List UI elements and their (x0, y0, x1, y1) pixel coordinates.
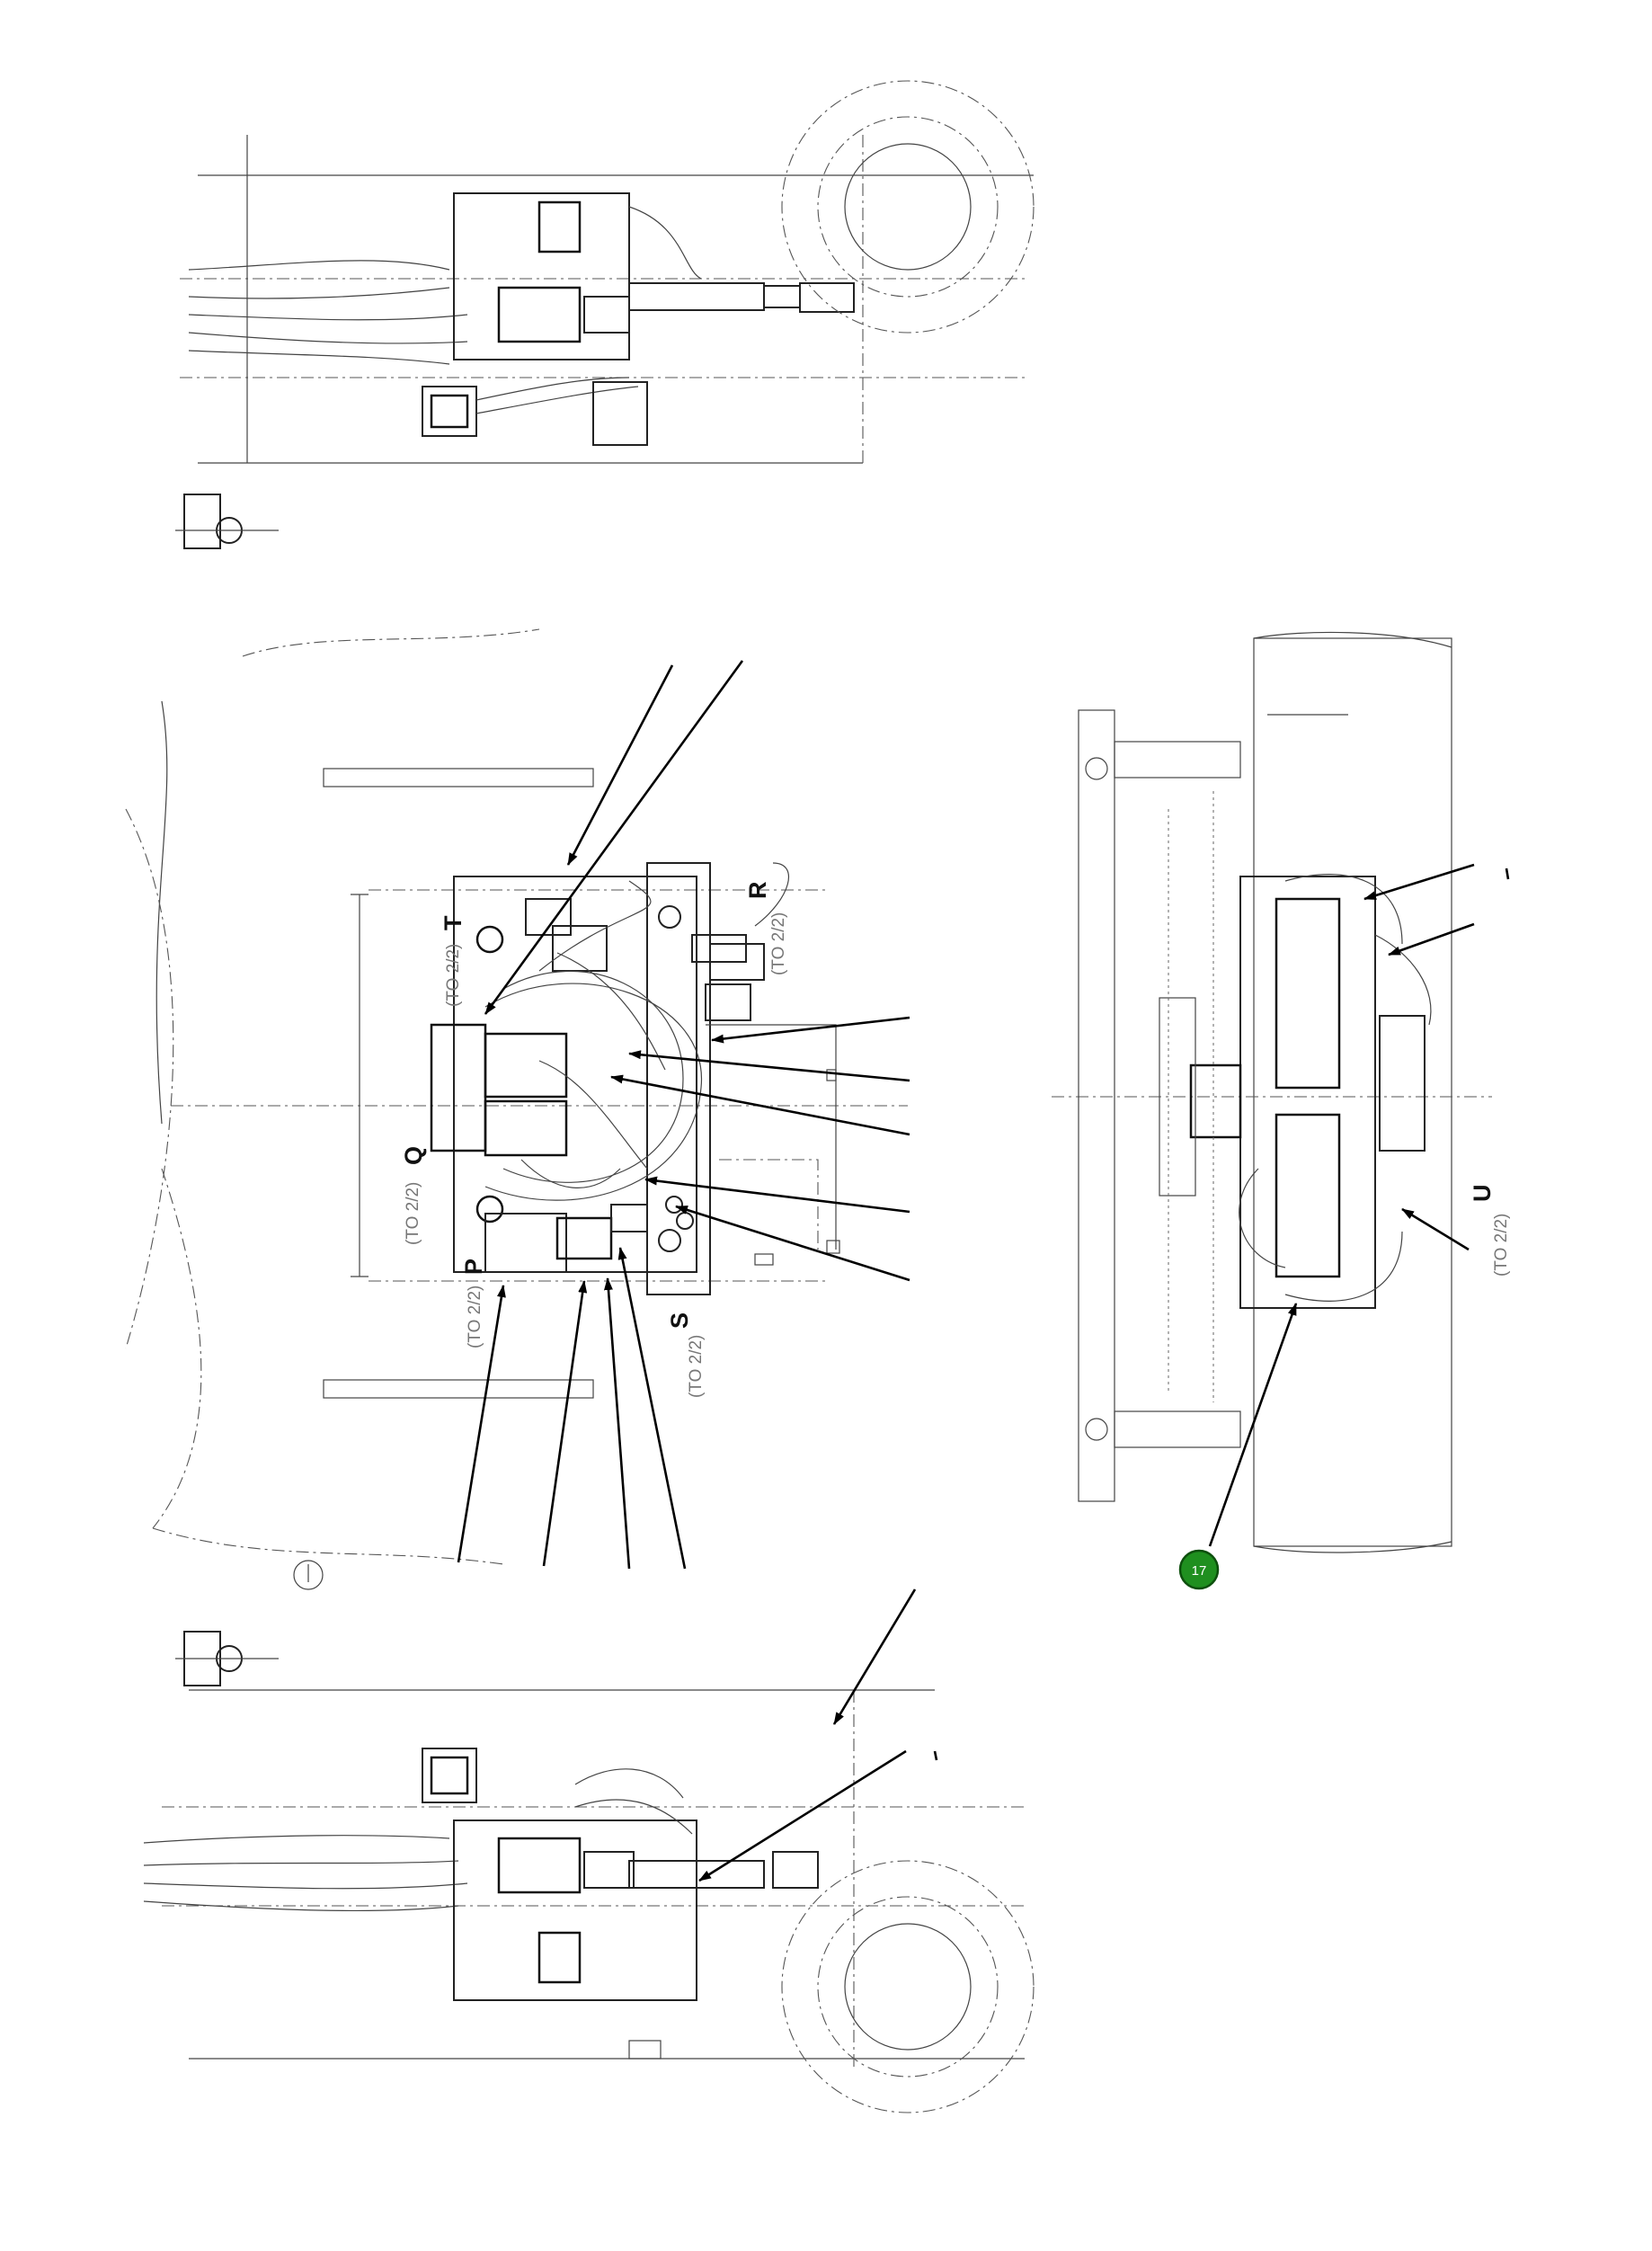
leader-arrow (484, 660, 744, 1015)
leader-arrow (832, 1588, 917, 1725)
badge-circle[interactable] (1178, 1549, 1220, 1590)
leader-arrow (1208, 1303, 1298, 1547)
leader-arrow (711, 1016, 910, 1044)
leader-arrow (1401, 1207, 1470, 1251)
callout-labels: P Q R S T U (TO 2/2) (TO 2/2) (TO 2/2) (… (400, 882, 1511, 1399)
leader-arrow (610, 1074, 910, 1136)
leader-arrow (617, 1247, 687, 1570)
leader-arrow (542, 1280, 588, 1567)
leader-arrow (644, 1176, 910, 1214)
callout-letter-q: Q (400, 1146, 427, 1165)
badge-number: 17 (1192, 1563, 1207, 1579)
callout-letter-r: R (744, 882, 771, 900)
callout-letter-p: P (460, 1259, 487, 1275)
leader-arrow (566, 664, 674, 866)
callout-note-r: (TO 2/2) (769, 912, 788, 975)
callout-letter-u: U (1469, 1185, 1496, 1203)
middle-view-drawing (125, 628, 908, 1590)
leader-arrow (628, 1050, 910, 1082)
leader-tick (1505, 867, 1510, 880)
leader-arrow (1388, 922, 1475, 956)
bottom-view-drawing (143, 1631, 1035, 2113)
leader-arrow (675, 1205, 910, 1282)
callout-note-u: (TO 2/2) (1492, 1214, 1511, 1277)
callout-note-s: (TO 2/2) (687, 1335, 706, 1398)
leader-arrow (457, 1285, 506, 1563)
leader-arrow (603, 1277, 631, 1570)
callout-letter-t: T (440, 915, 466, 930)
leader-tick (933, 1750, 938, 1761)
right-view-drawing (1052, 631, 1492, 1553)
top-view-drawing (175, 80, 1035, 549)
callout-letter-s: S (666, 1312, 693, 1329)
callout-note-t: (TO 2/2) (444, 944, 463, 1007)
leader-arrow (698, 1749, 907, 1882)
callout-arrows (457, 660, 1510, 1882)
callout-badge[interactable]: 17 (1178, 1549, 1220, 1590)
callout-note-q: (TO 2/2) (404, 1182, 422, 1245)
leader-arrow (1363, 863, 1475, 901)
callout-note-p: (TO 2/2) (466, 1286, 484, 1348)
